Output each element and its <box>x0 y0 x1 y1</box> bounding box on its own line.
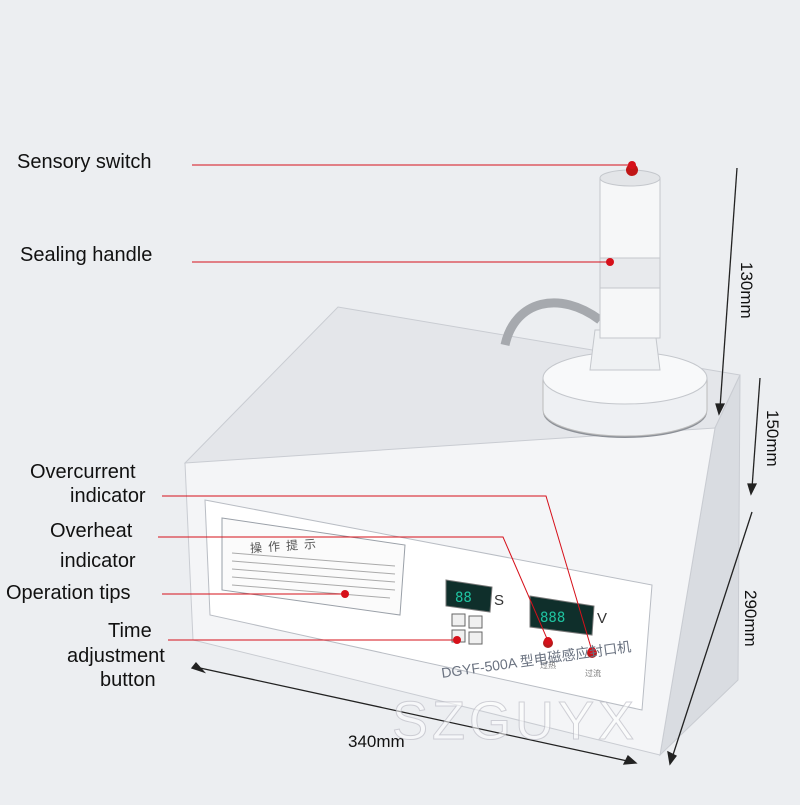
callout-sealing-handle: Sealing handle <box>20 244 153 266</box>
dimension-150mm: 150mm <box>763 410 782 467</box>
callout-lines <box>158 164 632 652</box>
dimension-arrows <box>190 167 761 766</box>
watermark: SZGUYX <box>391 691 639 752</box>
callout-overheat-line2: indicator <box>60 550 136 572</box>
callout-operation-tips: Operation tips <box>6 582 131 604</box>
callout-overheat-line1: Overheat <box>50 520 133 542</box>
overheat-led-label: 过热 <box>540 661 556 670</box>
callout-dots <box>341 161 636 655</box>
callout-overcurrent-line2: indicator <box>70 485 146 507</box>
overcurrent-led-label: 过流 <box>585 669 601 678</box>
operation-tips-panel <box>221 517 406 616</box>
voltage-unit: V <box>597 610 608 627</box>
callout-sensory-switch: Sensory switch <box>17 151 152 173</box>
dimension-290mm: 290mm <box>741 590 760 647</box>
callout-overcurrent-line1: Overcurrent <box>30 461 136 483</box>
dimension-130mm: 130mm <box>737 262 756 319</box>
dimension-340mm: 340mm <box>348 732 405 751</box>
timer-display <box>445 579 493 613</box>
callout-time-line3: button <box>100 669 156 691</box>
time-buttons <box>451 613 483 645</box>
tips-text-lines <box>231 552 396 599</box>
voltage-display <box>529 595 595 636</box>
handle-cable <box>500 298 603 347</box>
callout-time-line2: adjustment <box>67 645 165 667</box>
timer-unit: S <box>494 592 505 609</box>
svg-text:88: 88 <box>455 590 472 606</box>
callout-time-line1: Time <box>108 620 152 642</box>
svg-text:888: 888 <box>540 610 565 626</box>
